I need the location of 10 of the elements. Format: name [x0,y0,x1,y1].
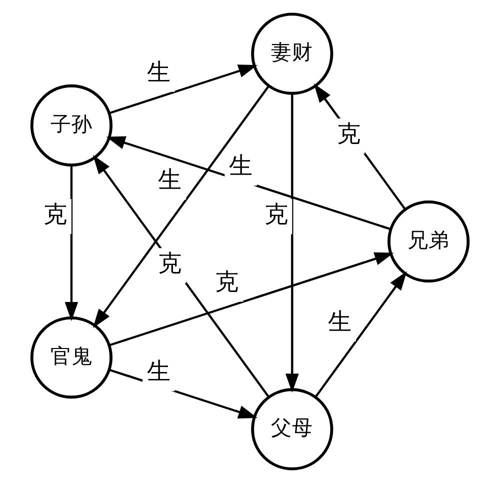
edge-label: 生 [229,152,252,180]
edge-label: 生 [158,166,182,194]
edge-label: 生 [328,307,352,336]
edge-label: 克 [158,249,182,278]
edge-label: 克 [336,120,360,148]
edge-label: 生 [146,357,170,386]
edge-label: 克 [264,200,288,228]
edge-label: 克 [44,200,67,228]
edge-label: 克 [215,268,238,296]
edge-label: 生 [146,58,170,86]
